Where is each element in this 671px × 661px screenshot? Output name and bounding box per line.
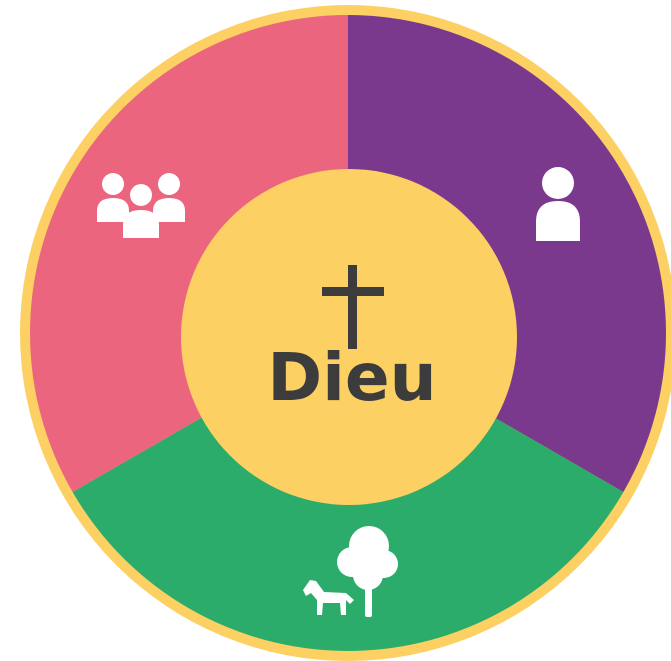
horse-and-tree-icon xyxy=(303,526,398,617)
group-of-people-icon xyxy=(97,173,185,238)
cross-icon xyxy=(322,265,384,349)
person-icon xyxy=(536,167,580,241)
center-label: Dieu xyxy=(267,339,436,416)
